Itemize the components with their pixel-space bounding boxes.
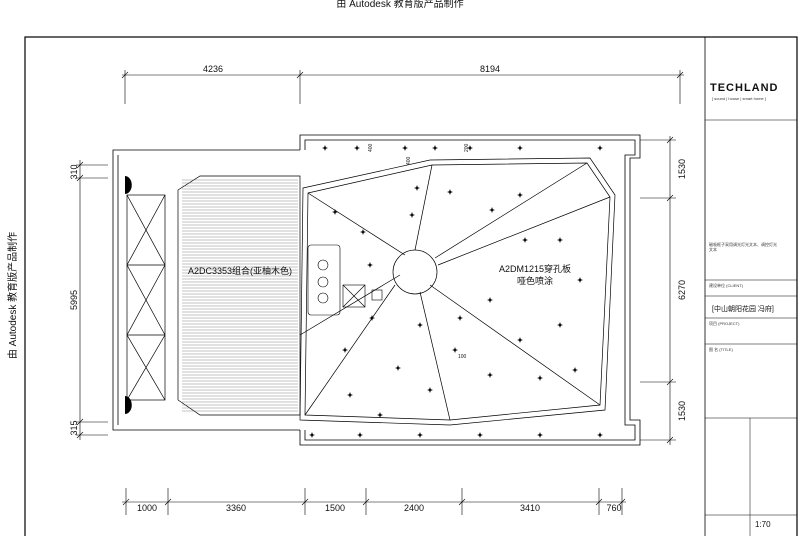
ceiling-light-icon	[537, 375, 543, 381]
project-label: 项目 (PROJECT)	[709, 321, 740, 326]
ceiling-light-icon	[452, 347, 458, 353]
drawing-title-label: 图 名 (TITLE)	[709, 347, 733, 352]
dim-bottom-3: 1500	[325, 503, 345, 513]
speaker-top	[125, 176, 132, 194]
ceiling-light-icon	[417, 322, 423, 328]
ceiling-light-icon	[354, 145, 360, 151]
ceiling-light-icon	[597, 145, 603, 151]
ceiling-lights	[309, 145, 603, 438]
ceiling-light-icon	[517, 337, 523, 343]
ceiling-light-icon	[447, 189, 453, 195]
dim-bottom-6: 760	[606, 503, 621, 513]
dim-left-2: 5995	[69, 290, 79, 310]
ceiling-light-icon	[557, 237, 563, 243]
title-note: 磁吸框子采用调光灯光文本、调控灯光文本	[709, 242, 777, 252]
ceiling-light-icon	[489, 207, 495, 213]
ceiling-light-icon	[409, 212, 415, 218]
dim-right-3: 1530	[677, 401, 687, 421]
dim-right-2: 6270	[677, 280, 687, 300]
watermark-top: 由 Autodesk 教育版产品制作	[336, 0, 464, 10]
ceiling-light-icon	[357, 432, 363, 438]
ceiling-light-icon	[577, 277, 583, 283]
left-area-label: A2DC3353组合(亚柚木色)	[188, 265, 292, 276]
dim-bottom-1: 1000	[137, 503, 157, 513]
ceiling-panel	[299, 157, 616, 426]
ceiling-light-icon	[342, 347, 348, 353]
small-dim-2: 400	[406, 156, 412, 165]
ceiling-light-icon	[322, 145, 328, 151]
ceiling-light-icon	[517, 192, 523, 198]
ceiling-light-icon	[522, 237, 528, 243]
small-dim-1: 400	[368, 143, 374, 152]
right-area-label-1: A2DM1215穿孔板	[499, 263, 571, 274]
ceiling-light-icon	[457, 315, 463, 321]
dim-bottom-5: 3410	[520, 503, 540, 513]
small-dim-3: 200	[464, 143, 470, 152]
ceiling-light-icon	[347, 392, 353, 398]
title-block-lines	[705, 119, 797, 536]
ceiling-light-icon	[417, 432, 423, 438]
ceiling-light-icon	[557, 322, 563, 328]
brand-tagline: [ sound | house | smart home ]	[712, 96, 766, 101]
wood-slat-area	[177, 175, 301, 416]
ceiling-light-icon	[572, 367, 578, 373]
small-dim-4: 100	[458, 354, 467, 360]
ceiling-light-icon	[414, 185, 420, 191]
left-dimension	[76, 160, 108, 440]
ceiling-light-icon	[332, 209, 338, 215]
equipment-box	[307, 244, 383, 316]
left-cabinet	[126, 194, 166, 401]
dim-top-2: 8194	[480, 64, 500, 74]
dim-right-1: 1530	[677, 159, 687, 179]
room-walls	[112, 134, 641, 446]
dim-bottom-2: 3360	[226, 503, 246, 513]
ceiling-light-icon	[517, 145, 523, 151]
brand-logo: TECHLAND	[710, 82, 779, 94]
ceiling-light-icon	[537, 432, 543, 438]
ceiling-light-icon	[360, 229, 366, 235]
ceiling-light-icon	[432, 145, 438, 151]
ceiling-light-icon	[477, 432, 483, 438]
ceiling-light-icon	[377, 412, 383, 418]
right-area-label-2: 哑色喷涂	[517, 275, 553, 286]
dim-left-3: 315	[69, 420, 79, 435]
right-dimension	[640, 136, 676, 445]
speaker-bottom	[125, 396, 132, 414]
client-label: 建设单位 (CLIENT)	[709, 283, 743, 288]
ceiling-light-icon	[487, 372, 493, 378]
ceiling-light-icon	[369, 315, 375, 321]
dim-left-1: 310	[69, 164, 79, 179]
project-name: [中山朝阳花园 冯府]	[712, 306, 774, 313]
top-dimension	[121, 70, 684, 104]
ceiling-light-icon	[402, 145, 408, 151]
ceiling-light-icon	[487, 297, 493, 303]
ceiling-light-icon	[395, 365, 401, 371]
bottom-dimension	[122, 488, 626, 515]
sheet-border	[24, 36, 798, 536]
dim-bottom-4: 2400	[404, 503, 424, 513]
ceiling-light-icon	[597, 432, 603, 438]
ceiling-light-icon	[427, 387, 433, 393]
ceiling-light-icon	[367, 262, 373, 268]
ceiling-light-icon	[467, 145, 473, 151]
scale-value: 1:70	[755, 520, 771, 529]
dim-top-1: 4236	[203, 64, 223, 74]
ceiling-light-icon	[309, 432, 315, 438]
